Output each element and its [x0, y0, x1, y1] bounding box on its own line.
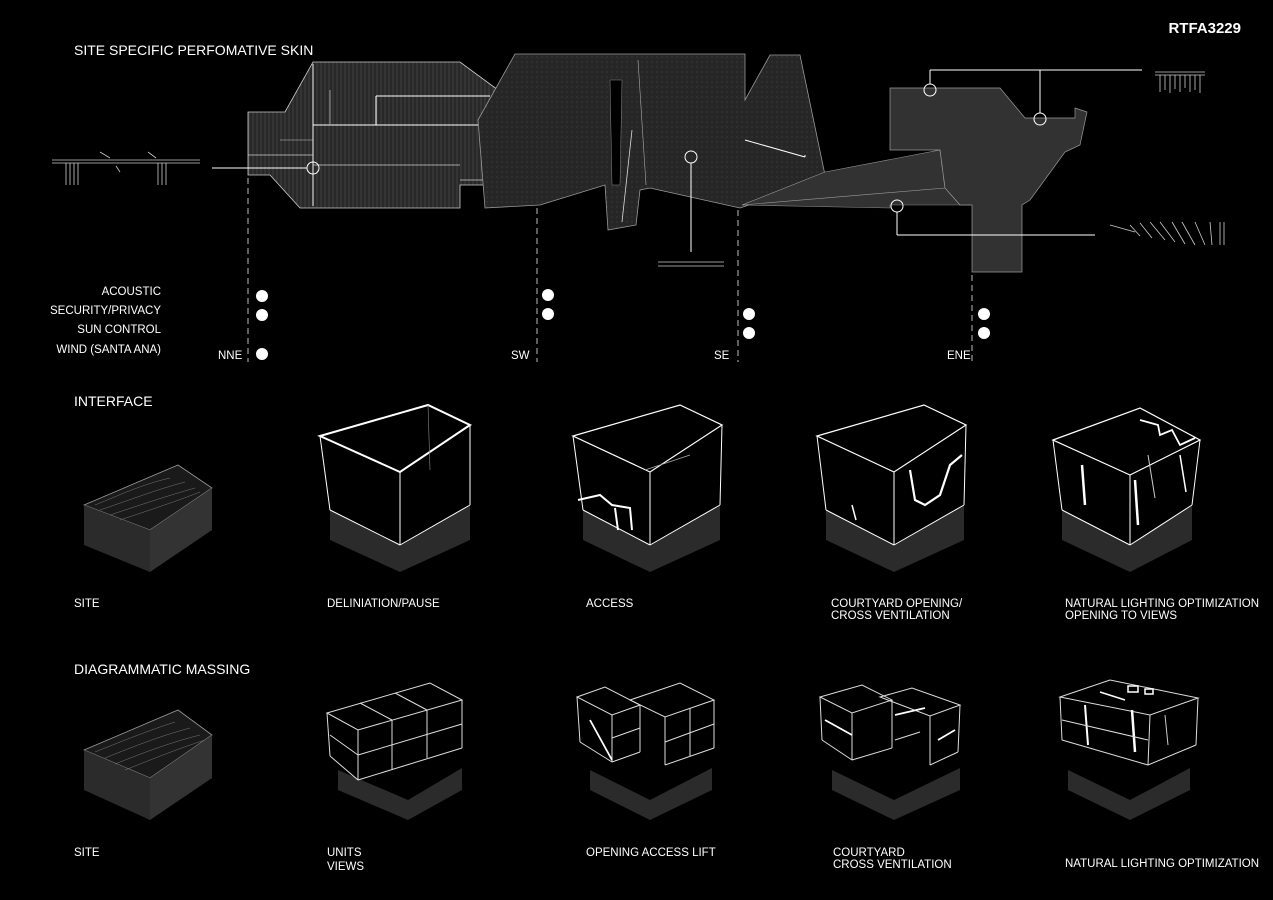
massing-caption-site: SITE: [74, 847, 100, 859]
massing-caption-opening: OPENING ACCESS LIFT: [586, 847, 716, 859]
massing-caption-lighting: NATURAL LIGHTING OPTIMIZATION: [1065, 858, 1260, 870]
interface-caption-courtyard: COURTYARD OPENING/CROSS VENTILATION: [831, 598, 963, 622]
massing-section-title: DIAGRAMMATIC MASSING: [74, 661, 251, 677]
skin-callouts: [212, 69, 1142, 252]
interface-delineation-box: [317, 403, 473, 572]
interface-site-block: [82, 464, 213, 572]
interface-section-title: INTERFACE: [74, 393, 153, 409]
orientation-nne: NNE: [218, 350, 243, 362]
skin-panel-sw: [477, 53, 826, 231]
orientation-sw: SW: [511, 350, 530, 362]
interface-access-box: [571, 404, 724, 572]
factor-wind: WIND (SANTA ANA): [56, 344, 161, 356]
orientation-se: SE: [714, 350, 730, 362]
interface-caption-site: SITE: [74, 598, 100, 610]
detail-icons: [52, 71, 1225, 267]
factor-acoustic: ACOUSTIC: [101, 286, 161, 298]
interface-caption-access: ACCESS: [586, 598, 634, 610]
interface-lighting-box: [1051, 407, 1202, 572]
massing-units-block: [325, 682, 464, 820]
interface-caption-delineation: DELINIATION/PAUSE: [327, 598, 440, 610]
marker-ene-sun: [978, 327, 990, 339]
marker-nne-security: [256, 309, 268, 321]
marker-se-sun: [743, 327, 755, 339]
orientation-dashed-lines: [247, 178, 973, 362]
massing-opening-block: [575, 682, 716, 820]
skin-panel-nne: [247, 61, 499, 209]
skin-panel-ene: [889, 87, 1088, 273]
massing-lighting-block: [1058, 679, 1200, 820]
marker-se-security: [743, 308, 755, 320]
massing-courtyard-block: [818, 684, 962, 820]
orientation-ene: ENE: [947, 350, 971, 362]
marker-nne-wind: [256, 348, 268, 360]
skin-section-title: SITE SPECIFIC PERFOMATIVE SKIN: [74, 42, 314, 58]
interface-courtyard-box: [815, 404, 968, 572]
skin-panel-se: [741, 149, 971, 209]
orientation-markers: [256, 289, 990, 360]
marker-sw-acoustic: [542, 289, 554, 301]
factor-security-privacy: SECURITY/PRIVACY: [50, 305, 161, 317]
marker-nne-acoustic: [256, 290, 268, 302]
massing-site-block: [82, 709, 213, 820]
factor-sun-control: SUN CONTROL: [77, 324, 161, 336]
project-code: RTFA3229: [1168, 20, 1241, 37]
marker-sw-security: [542, 308, 554, 320]
marker-ene-security: [978, 308, 990, 320]
